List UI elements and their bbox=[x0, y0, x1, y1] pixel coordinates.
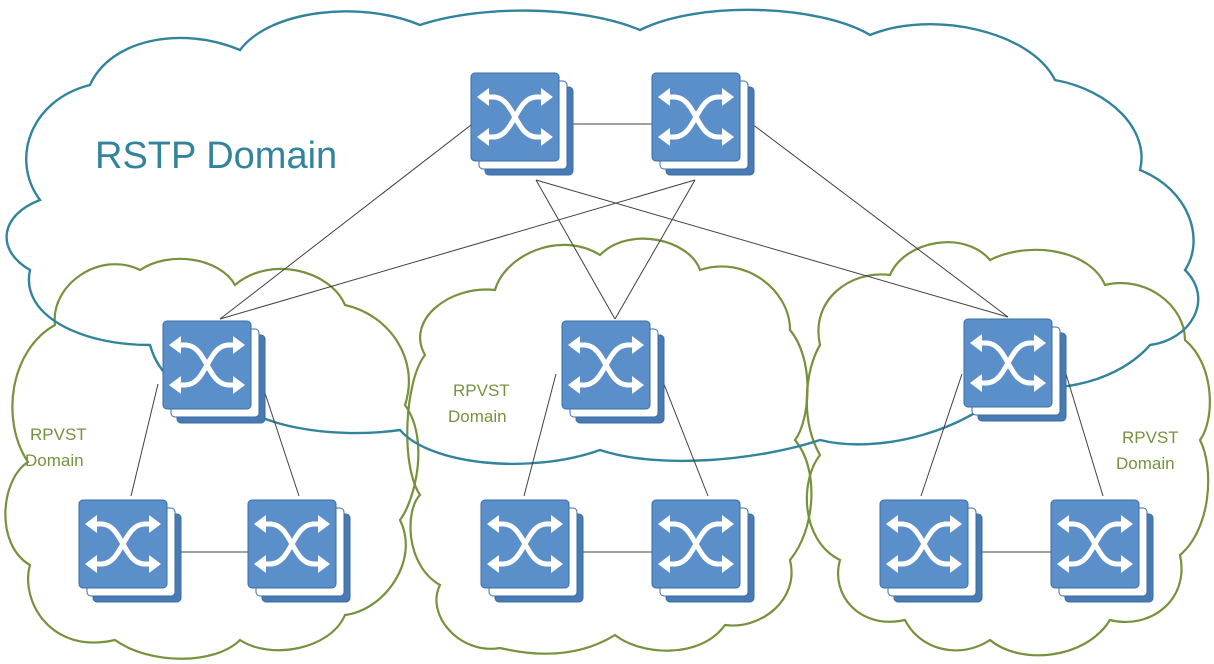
links-layer bbox=[130, 123, 1104, 553]
link-core-2-dist-middle bbox=[614, 179, 696, 320]
switch-icon-core-1 bbox=[470, 72, 574, 176]
link-dist-middle-access-middle-1 bbox=[523, 373, 557, 497]
switch-icon-access-left-1 bbox=[78, 499, 182, 603]
rpvst-domain-label-middle-line1: RPVST bbox=[453, 381, 510, 400]
rstp-domain-label: RSTP Domain bbox=[95, 135, 337, 177]
switches-layer bbox=[78, 72, 1154, 603]
rpvst-domain-label-right-line1: RPVST bbox=[1122, 428, 1179, 447]
switch-icon-access-middle-2 bbox=[651, 499, 755, 603]
switch-icon-dist-left bbox=[162, 320, 266, 424]
link-dist-left-access-left-1 bbox=[130, 383, 159, 497]
link-core-1-dist-left bbox=[219, 124, 472, 320]
rpvst-domain-label-left-line2: Domain bbox=[25, 451, 84, 470]
rpvst-domain-label-middle-line2: Domain bbox=[448, 407, 507, 426]
rpvst-domain-cloud-right bbox=[805, 241, 1211, 657]
switch-icon-access-middle-1 bbox=[480, 499, 584, 603]
link-dist-left-access-left-2 bbox=[261, 383, 300, 497]
rstp-domain-cloud bbox=[5, 8, 1200, 466]
link-dist-right-access-right-1 bbox=[920, 373, 963, 497]
switch-icon-access-right-2 bbox=[1050, 499, 1154, 603]
rpvst-domain-cloud-middle bbox=[406, 237, 813, 655]
switch-icon-access-left-2 bbox=[247, 499, 351, 603]
link-core-2-dist-right bbox=[751, 123, 1009, 318]
link-core-2-dist-left bbox=[219, 179, 696, 320]
link-dist-right-access-right-2 bbox=[1065, 373, 1104, 497]
switch-icon-dist-right bbox=[963, 318, 1067, 422]
link-core-1-dist-middle bbox=[535, 179, 616, 320]
link-core-1-dist-right bbox=[535, 179, 1009, 318]
link-dist-middle-access-middle-2 bbox=[659, 373, 709, 497]
switch-icon-dist-middle bbox=[561, 320, 665, 424]
switch-icon-access-right-1 bbox=[879, 499, 983, 603]
rpvst-domain-label-left-line1: RPVST bbox=[30, 425, 87, 444]
rpvst-domain-cloud-left bbox=[4, 257, 420, 660]
rpvst-domain-label-right-line2: Domain bbox=[1116, 454, 1175, 473]
switch-icon-core-2 bbox=[651, 72, 755, 176]
